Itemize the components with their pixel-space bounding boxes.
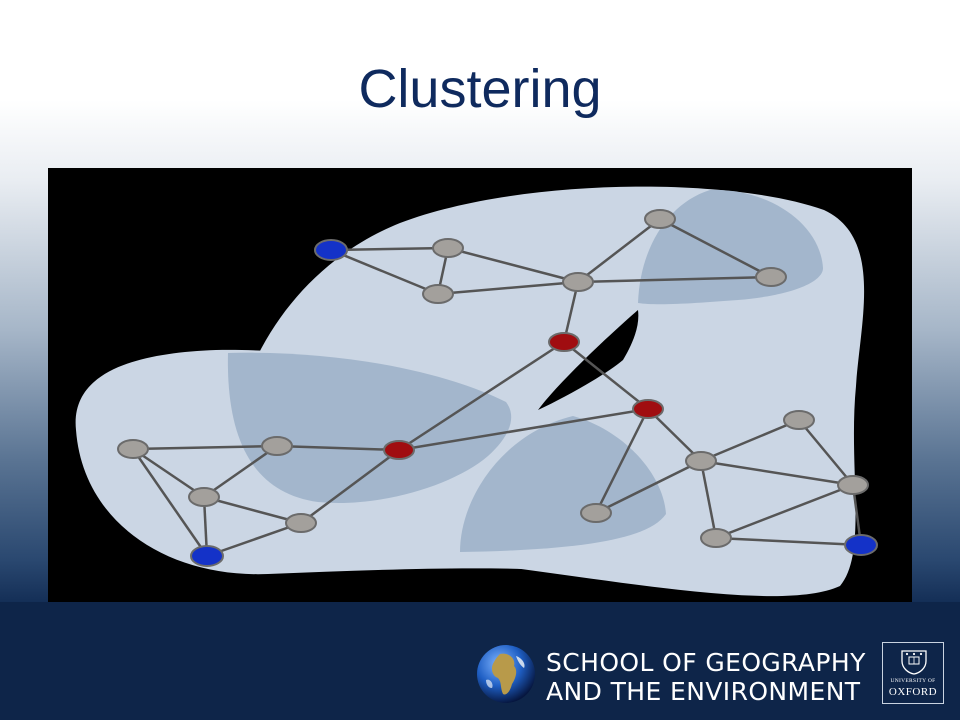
node-gray <box>644 209 676 229</box>
edge <box>715 536 862 547</box>
footer-band <box>0 602 960 720</box>
node-gray <box>755 267 787 287</box>
edge <box>330 248 439 296</box>
oxford-logo: UNIVERSITY OF OXFORD <box>882 642 944 704</box>
node-gray <box>117 439 149 459</box>
university-of-label: UNIVERSITY OF <box>890 678 936 684</box>
edge <box>659 217 772 279</box>
edge <box>300 448 400 525</box>
edge <box>699 460 718 539</box>
node-gray <box>188 487 220 507</box>
cluster-overlap-bottom <box>460 416 666 552</box>
edge <box>563 341 649 410</box>
edge <box>398 407 649 452</box>
node-gray <box>261 436 293 456</box>
node-red <box>632 399 664 419</box>
edge <box>132 447 205 499</box>
edge <box>132 444 278 451</box>
node-gray <box>580 503 612 523</box>
cluster-diagram <box>48 168 912 602</box>
edge <box>647 408 702 462</box>
slide-title: Clustering <box>358 59 602 119</box>
edge <box>131 448 209 557</box>
oxford-label: OXFORD <box>888 686 938 698</box>
node-blue <box>314 239 348 261</box>
edge <box>798 419 854 486</box>
node-gray <box>562 272 594 292</box>
oxford-crest-icon <box>901 650 927 675</box>
nodes <box>117 209 878 567</box>
school-name-line2: AND THE ENVIRONMENT <box>546 677 861 706</box>
edge <box>595 459 702 515</box>
edge <box>276 444 400 452</box>
edge <box>700 459 854 487</box>
node-gray <box>685 451 717 471</box>
edges <box>131 217 863 558</box>
node-gray <box>783 410 815 430</box>
edge <box>398 340 565 452</box>
school-name: SCHOOL OF GEOGRAPHY AND THE ENVIRONMENT <box>546 648 866 706</box>
edge <box>203 444 278 499</box>
edge <box>715 483 854 540</box>
edge <box>437 280 579 296</box>
edge <box>203 495 302 525</box>
node-blue <box>190 545 224 567</box>
edge <box>206 521 302 558</box>
node-gray <box>285 513 317 533</box>
edge <box>594 408 650 514</box>
edge <box>330 246 449 252</box>
node-gray <box>432 238 464 258</box>
edge <box>577 218 661 283</box>
node-gray <box>700 528 732 548</box>
edge <box>700 418 800 463</box>
edge <box>562 281 580 343</box>
cluster-overlap-left <box>227 352 512 503</box>
edge <box>447 246 579 284</box>
node-gray <box>422 284 454 304</box>
node-gray <box>837 475 869 495</box>
node-red <box>383 440 415 460</box>
globe-icon <box>477 645 535 703</box>
school-name-line1: SCHOOL OF GEOGRAPHY <box>546 648 866 677</box>
node-red <box>548 332 580 352</box>
edge <box>577 275 772 284</box>
node-blue <box>844 534 878 556</box>
